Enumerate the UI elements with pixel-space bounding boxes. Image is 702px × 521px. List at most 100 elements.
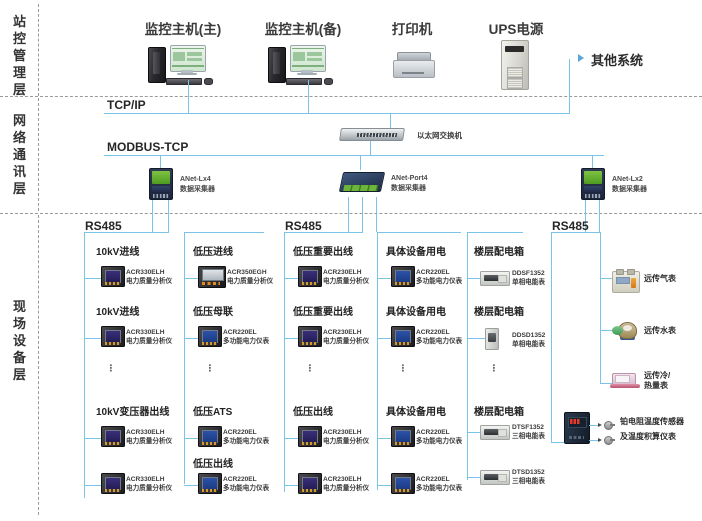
- device-desc: 多功能电力仪表: [416, 277, 463, 285]
- ellipsis-c3: ⋮: [305, 363, 315, 373]
- group-title-c4-g2: 具体设备用电: [386, 307, 446, 318]
- sensor-label-water: 远传水表: [644, 326, 676, 335]
- link-tcpip-switch: [390, 113, 391, 129]
- ups-power-icon: [500, 40, 532, 92]
- divider-network-field: [0, 213, 702, 214]
- stub-c4-g1: [377, 278, 391, 279]
- ellipsis-c2: ⋮: [205, 363, 215, 373]
- group-title-c5-g1: 楼层配电箱: [474, 247, 524, 258]
- riser-col3: [284, 232, 285, 492]
- device-desc: 多功能电力仪表: [223, 437, 270, 445]
- device-label-c5-g4: DTSD1352 三相电能表: [512, 469, 545, 486]
- device-desc: 电力质量分析仪: [323, 337, 370, 345]
- node-label-host-main: 监控主机(主): [144, 22, 222, 37]
- divider-left-field: [38, 215, 39, 515]
- temp-label-line2: 及温度积算仪表: [620, 432, 676, 441]
- stub-c1-g4: [84, 485, 101, 486]
- stub-c3-g4: [284, 485, 298, 486]
- device-model: DTSD1352: [512, 469, 545, 476]
- device-label-c3-g1: ACR230ELH 电力质量分析仪: [323, 269, 369, 286]
- stub-c1-g3: [84, 438, 101, 439]
- tie-bar-col2: [184, 232, 264, 233]
- stub-c5-g3: [467, 432, 480, 433]
- stub-c5-g4: [467, 477, 480, 478]
- bus-label-rs485-2: RS485: [285, 219, 322, 233]
- group-title-c4-g3: 具体设备用电: [386, 407, 446, 418]
- bus-line-tcpip: [104, 113, 570, 114]
- riser-col4: [377, 232, 378, 490]
- layer-label-char: 层: [12, 367, 27, 382]
- downlink-port4-b: [362, 197, 363, 232]
- node-label-ups: UPS电源: [488, 22, 544, 37]
- device-model: ACR230ELH: [323, 429, 362, 436]
- data-collector-blue-icon-port4: [338, 169, 386, 197]
- device-desc: 电力质量分析仪: [126, 437, 173, 445]
- group-title-c4-g1: 具体设备用电: [386, 247, 446, 258]
- device-desc: 电力质量分析仪: [126, 484, 173, 492]
- group-title-c1-g1: 10kV进线: [96, 247, 140, 258]
- ellipsis-c4: ⋮: [398, 363, 408, 373]
- layer-label-char: 管: [12, 48, 27, 63]
- device-label-c1-g4: ACR330ELH 电力质量分析仪: [126, 476, 172, 493]
- device-model: ACR330ELH: [126, 329, 165, 336]
- bus-label-rs485-1: RS485: [85, 219, 122, 233]
- tie-bar-col5: [467, 232, 523, 233]
- stub-c3-g2: [284, 338, 298, 339]
- device-label-c4-g1: ACR220EL 多功能电力仪表: [416, 269, 462, 286]
- device-label-c2-g4: ACR220EL 多功能电力仪表: [223, 476, 269, 493]
- device-desc: 电力质量分析仪: [126, 277, 173, 285]
- layer-label-char: 控: [12, 31, 27, 46]
- layer-label-field: 现 场 设 备 层: [3, 298, 37, 383]
- device-desc: 单相电能表: [512, 340, 545, 348]
- riser-col5: [467, 232, 468, 480]
- device-model: ACR230ELH: [323, 269, 362, 276]
- device-model: ACR220EL: [223, 429, 257, 436]
- device-label-c2-g1: ACR350EGH 电力质量分析仪: [227, 269, 273, 286]
- arrow-right-icon-temp1: [598, 422, 602, 427]
- desktop-computer-icon-main: [146, 44, 230, 90]
- downlink-lx4-b: [168, 200, 169, 232]
- device-label-c4-g4: ACR220EL 多功能电力仪表: [416, 476, 462, 493]
- data-collector-green-icon-lx4: [149, 168, 173, 200]
- temp-label-line1: 铂电阻温度传感器: [620, 417, 684, 426]
- layer-label-network: 网 络 通 讯 层: [3, 112, 37, 197]
- group-title-c1-g2: 10kV进线: [96, 307, 140, 318]
- group-title-c5-g2: 楼层配电箱: [474, 307, 524, 318]
- stub-c2-g4: [184, 485, 198, 486]
- downlink-lx4-a: [152, 200, 153, 232]
- bus-line-modbus: [104, 155, 604, 156]
- tie-bar-col6: [551, 232, 600, 233]
- riser-col1: [84, 232, 85, 498]
- device-label-c4-g2: ACR220EL 多功能电力仪表: [416, 329, 462, 346]
- collector-label-lx4: ANet-Lx4 数据采集器: [180, 175, 215, 194]
- stub-c2-g1: [184, 278, 198, 279]
- device-desc: 三相电能表: [512, 432, 545, 440]
- bus-label-modbus-tcp: MODBUS-TCP: [107, 140, 189, 154]
- layer-label-char: 络: [12, 130, 27, 145]
- group-title-c5-g3: 楼层配电箱: [474, 407, 524, 418]
- temp-link-1: [589, 425, 599, 426]
- device-model: ACR220EL: [416, 329, 450, 336]
- link-modbus-anet-lx4: [160, 155, 161, 169]
- layer-label-station: 站 控 管 理 层: [3, 13, 37, 98]
- sensor-label-heat-line2: 热量表: [644, 381, 668, 390]
- sensor-label-gas: 远传气表: [644, 274, 676, 283]
- group-title-c3-g1: 低压重要出线: [293, 247, 353, 258]
- device-label-c5-g1: DDSF1352 单相电能表: [512, 270, 545, 287]
- collector-model: ANet-Port4: [391, 175, 428, 182]
- downlink-port4-a: [348, 197, 349, 232]
- collector-model: ANet-Lx4: [180, 176, 211, 183]
- stub-gas: [600, 278, 612, 279]
- group-title-c3-g2: 低压重要出线: [293, 307, 353, 318]
- ellipsis-c1: ⋮: [106, 363, 116, 373]
- arrow-right-icon-temp2: [598, 437, 602, 442]
- layer-label-char: 理: [12, 65, 27, 80]
- device-model: ACR350EGH: [227, 269, 267, 276]
- riser-col2: [184, 232, 185, 484]
- device-label-c5-g3: DTSF1352 三相电能表: [512, 424, 545, 441]
- tie-bar-col1: [84, 232, 169, 233]
- layer-label-char: 层: [12, 82, 27, 97]
- device-desc: 三相电能表: [512, 477, 545, 485]
- layer-label-char: 网: [12, 113, 27, 128]
- device-label-c2-g2: ACR220EL 多功能电力仪表: [223, 329, 269, 346]
